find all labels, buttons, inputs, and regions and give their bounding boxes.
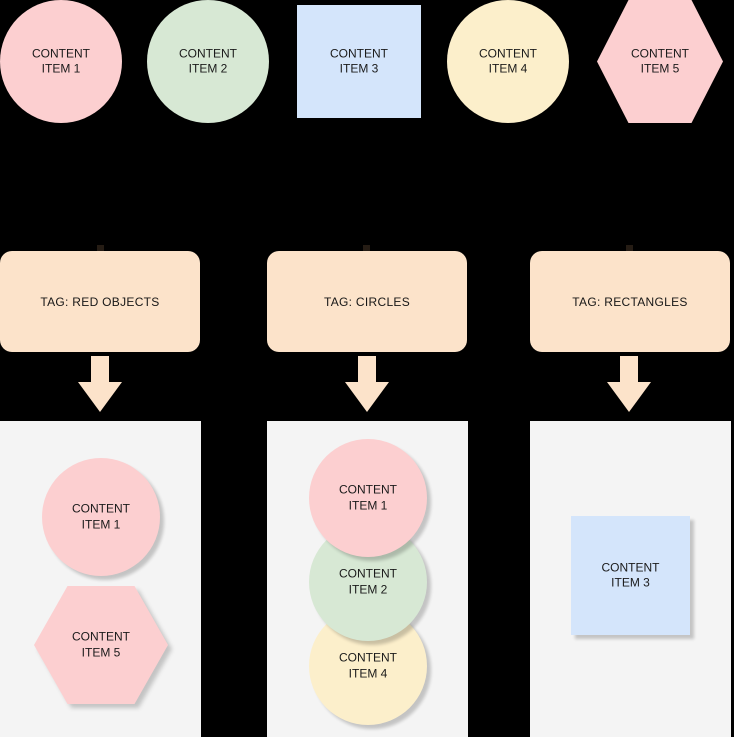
tag-box-circles-label: TAG: CIRCLES [323,294,411,309]
source-shape-item-1[interactable]: CONTENT ITEM 1 [0,0,122,123]
tag-connector-stub-3 [626,245,633,253]
source-shape-item-2-label: CONTENT ITEM 2 [179,46,237,76]
tag-box-red-objects-label: TAG: RED OBJECTS [40,294,160,309]
group-panel-rectangles: CONTENT ITEM 3 [530,421,731,737]
arrow-down-icon-red-objects [78,356,122,412]
tag-box-rectangles[interactable]: TAG: RECTANGLES [530,251,730,352]
arrow-down-icon-circles [345,356,389,412]
group-panel-circles: CONTENT ITEM 1 CONTENT ITEM 2 CONTENT IT… [267,421,468,737]
group-circles-item-4-label: CONTENT ITEM 4 [339,650,397,681]
group-red-objects-item-1-label: CONTENT ITEM 1 [72,501,130,532]
group-red-objects-item-5-wrap: CONTENT ITEM 5 [34,586,168,704]
group-red-objects-item-1[interactable]: CONTENT ITEM 1 [42,458,160,576]
source-shape-item-1-label: CONTENT ITEM 1 [32,46,90,76]
tag-box-red-objects[interactable]: TAG: RED OBJECTS [0,251,200,352]
group-circles-item-1[interactable]: CONTENT ITEM 1 [309,439,427,557]
arrow-head [345,382,389,412]
source-shape-item-3-label: CONTENT ITEM 3 [330,46,388,76]
group-rectangles-item-3-label: CONTENT ITEM 3 [601,560,660,590]
tag-box-rectangles-label: TAG: RECTANGLES [572,294,688,309]
arrow-shaft [91,356,109,384]
group-panel-red-objects: CONTENT ITEM 1 CONTENT ITEM 5 [0,421,201,737]
source-shape-item-5[interactable]: CONTENT ITEM 5 [597,0,723,123]
arrow-head [78,382,122,412]
arrow-shaft [620,356,638,384]
tag-connector-stub-1 [97,245,104,253]
tag-connector-stub-2 [363,245,370,253]
source-shape-item-3[interactable]: CONTENT ITEM 3 [297,5,421,118]
arrow-down-icon-rectangles [607,356,651,412]
group-red-objects-item-5-label: CONTENT ITEM 5 [72,629,130,660]
arrow-head [607,382,651,412]
source-shape-item-4-label: CONTENT ITEM 4 [479,46,537,76]
source-shape-item-2[interactable]: CONTENT ITEM 2 [147,0,269,123]
group-red-objects-item-5[interactable]: CONTENT ITEM 5 [34,586,168,704]
tag-box-circles[interactable]: TAG: CIRCLES [267,251,467,352]
source-shape-item-4[interactable]: CONTENT ITEM 4 [447,0,569,123]
source-shape-item-5-label: CONTENT ITEM 5 [631,46,689,76]
group-circles-item-2-label: CONTENT ITEM 2 [339,566,397,597]
group-rectangles-item-3[interactable]: CONTENT ITEM 3 [571,516,690,635]
arrow-shaft [358,356,376,384]
group-circles-item-1-label: CONTENT ITEM 1 [339,482,397,513]
